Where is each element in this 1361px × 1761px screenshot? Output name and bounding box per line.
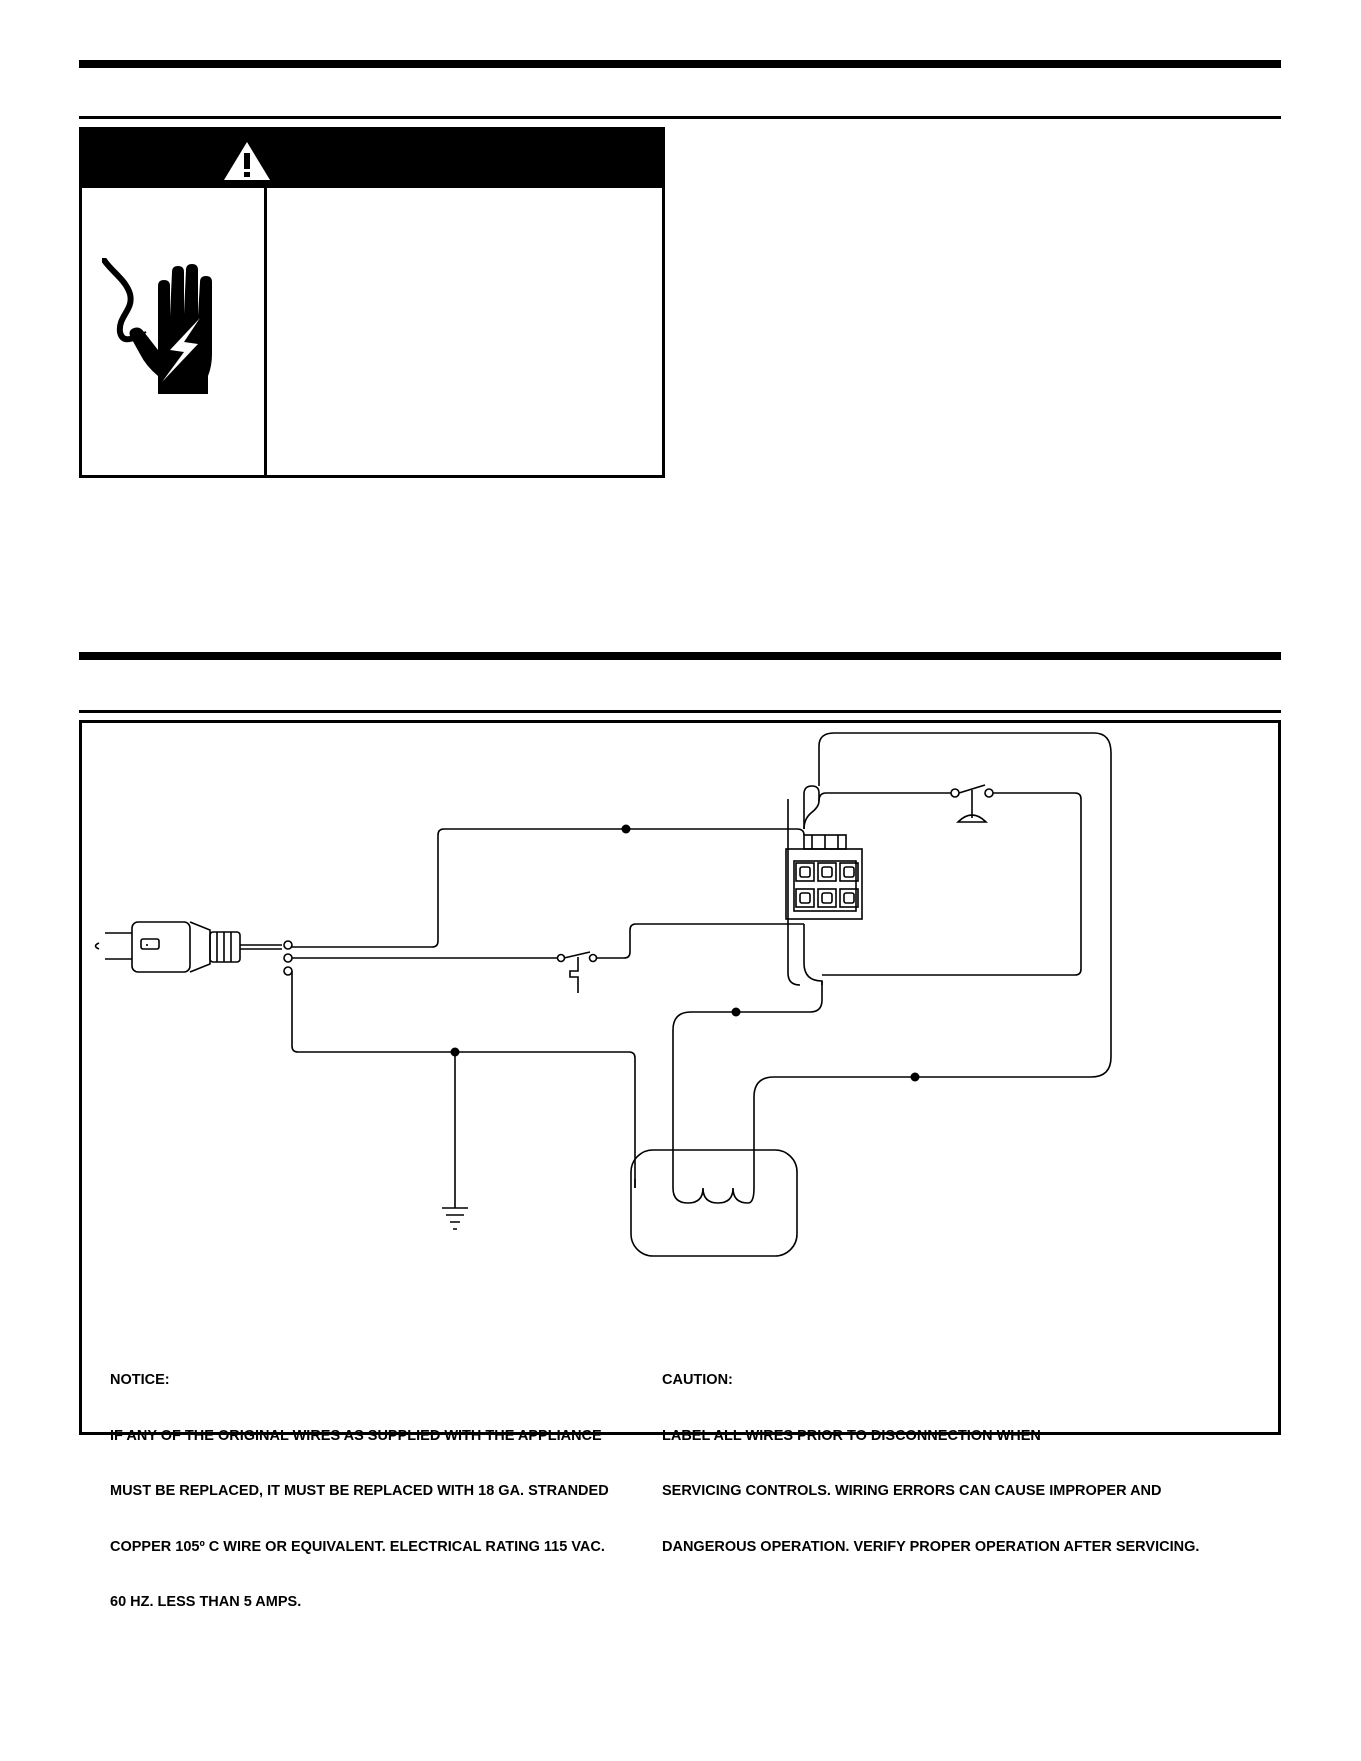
notice-block: NOTICE: IF ANY OF THE ORIGINAL WIRES AS … [110, 1334, 609, 1630]
notice-line: COPPER 105º C WIRE OR EQUIVALENT. ELECTR… [110, 1538, 605, 1555]
wiring-schematic [94, 732, 1112, 1257]
heater-coil-icon [630, 1149, 798, 1257]
wiring-diagram-frame [79, 720, 1281, 1435]
caution-block: CAUTION: LABEL ALL WIRES PRIOR TO DISCON… [662, 1334, 1199, 1575]
caution-line: DANGEROUS OPERATION. VERIFY PROPER OPERA… [662, 1538, 1200, 1555]
mid-thick-rule [79, 652, 1281, 660]
notice-title: NOTICE: [110, 1372, 170, 1388]
caution-title: CAUTION: [662, 1372, 733, 1388]
mid-thin-rule [79, 710, 1281, 713]
caution-line: SERVICING CONTROLS. WIRING ERRORS CAN CA… [662, 1483, 1162, 1499]
caution-line: LABEL ALL WIRES PRIOR TO DISCONNECTION W… [662, 1427, 1041, 1444]
top-thick-rule [79, 60, 1281, 68]
electrical-shock-hazard-icon [102, 258, 212, 394]
warning-header-bar [82, 130, 662, 188]
top-thin-rule [79, 116, 1281, 119]
notice-line: 60 HZ. LESS THAN 5 AMPS. [110, 1594, 302, 1610]
warning-divider [264, 188, 267, 475]
notice-line: IF ANY OF THE ORIGINAL WIRES AS SUPPLIED… [110, 1427, 602, 1444]
ground-symbol-icon [442, 1207, 468, 1230]
wire-connector-icon [785, 834, 863, 920]
warning-triangle-icon [224, 142, 270, 180]
notice-line: MUST BE REPLACED, IT MUST BE REPLACED WI… [110, 1483, 609, 1499]
warning-box [79, 127, 665, 478]
power-plug-icon [94, 921, 282, 973]
